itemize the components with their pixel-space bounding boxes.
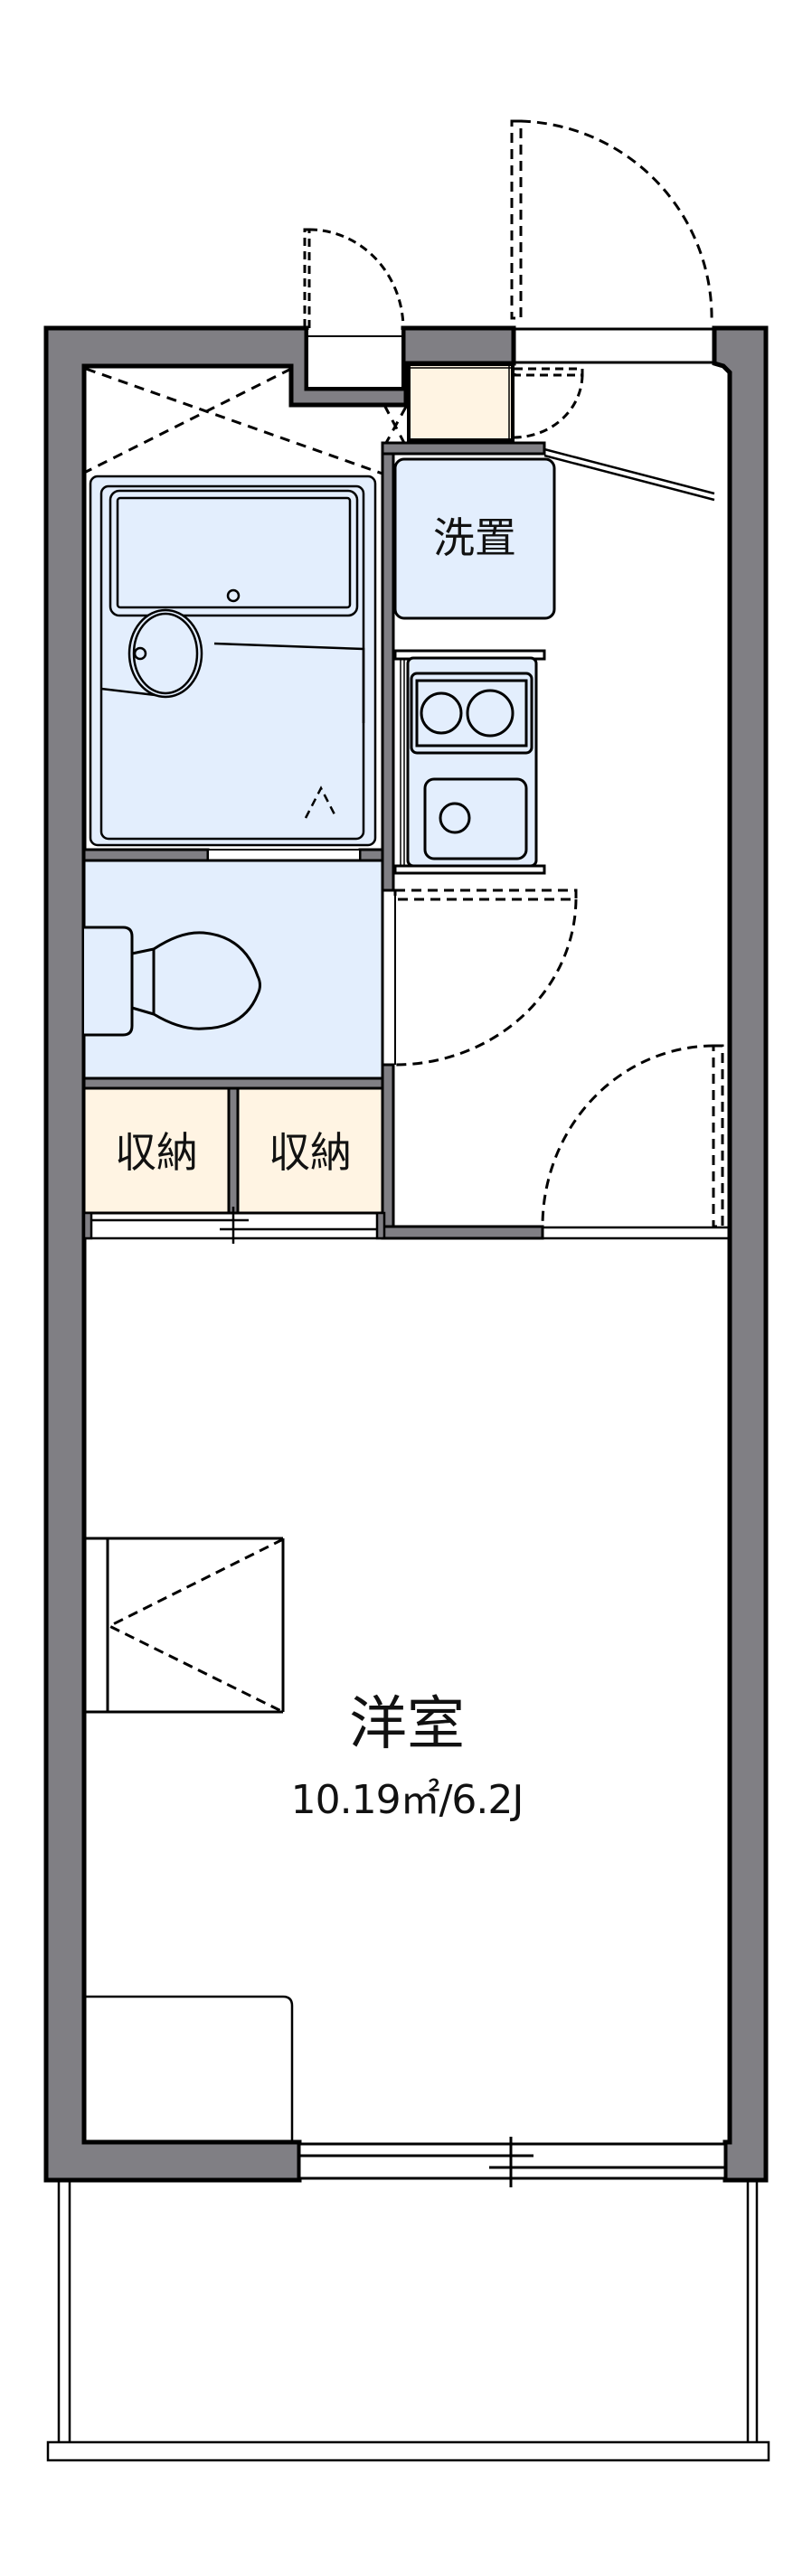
- step-line: [543, 447, 715, 502]
- bathroom-unit: [89, 475, 377, 847]
- kitchen-counter: [393, 649, 546, 875]
- shoe-cabinet-door[interactable]: [513, 367, 584, 439]
- storage-closets: [82, 1086, 384, 1215]
- wash-basin: [127, 608, 203, 699]
- sink-drain-icon: [439, 802, 471, 834]
- meter-box-door[interactable]: [303, 228, 405, 330]
- balcony-sliding-window[interactable]: [297, 2137, 727, 2187]
- dressing-area: [85, 367, 408, 475]
- bath-folding-door[interactable]: [207, 849, 361, 861]
- room-door-threshold: [382, 1226, 730, 1240]
- closet-in-room: [84, 1537, 285, 1714]
- meter-box: [308, 330, 401, 387]
- stove-burner-icon: [466, 689, 515, 738]
- washer-space-label: 洗置: [433, 513, 516, 562]
- drain-icon: [226, 588, 241, 603]
- bed-or-desk: [84, 1995, 294, 2142]
- main-room-label: 洋室: [349, 1691, 465, 1758]
- washer-space: [393, 457, 556, 620]
- toilet-door[interactable]: [393, 888, 578, 1067]
- storage-1-label: 収納: [115, 1128, 198, 1177]
- toilet-room: [82, 859, 384, 1080]
- storage-sliding-doors[interactable]: [82, 1207, 386, 1244]
- room-door[interactable]: [541, 1044, 724, 1228]
- balcony: [46, 2180, 770, 2462]
- stove-burner-icon: [420, 691, 463, 735]
- shoe-cabinet: [407, 362, 515, 442]
- main-room-area: 10.19㎡/6.2J: [290, 1777, 524, 1823]
- storage-2-label: 収納: [269, 1128, 352, 1177]
- entrance-door[interactable]: [510, 119, 713, 324]
- entrance-threshold: [514, 327, 714, 364]
